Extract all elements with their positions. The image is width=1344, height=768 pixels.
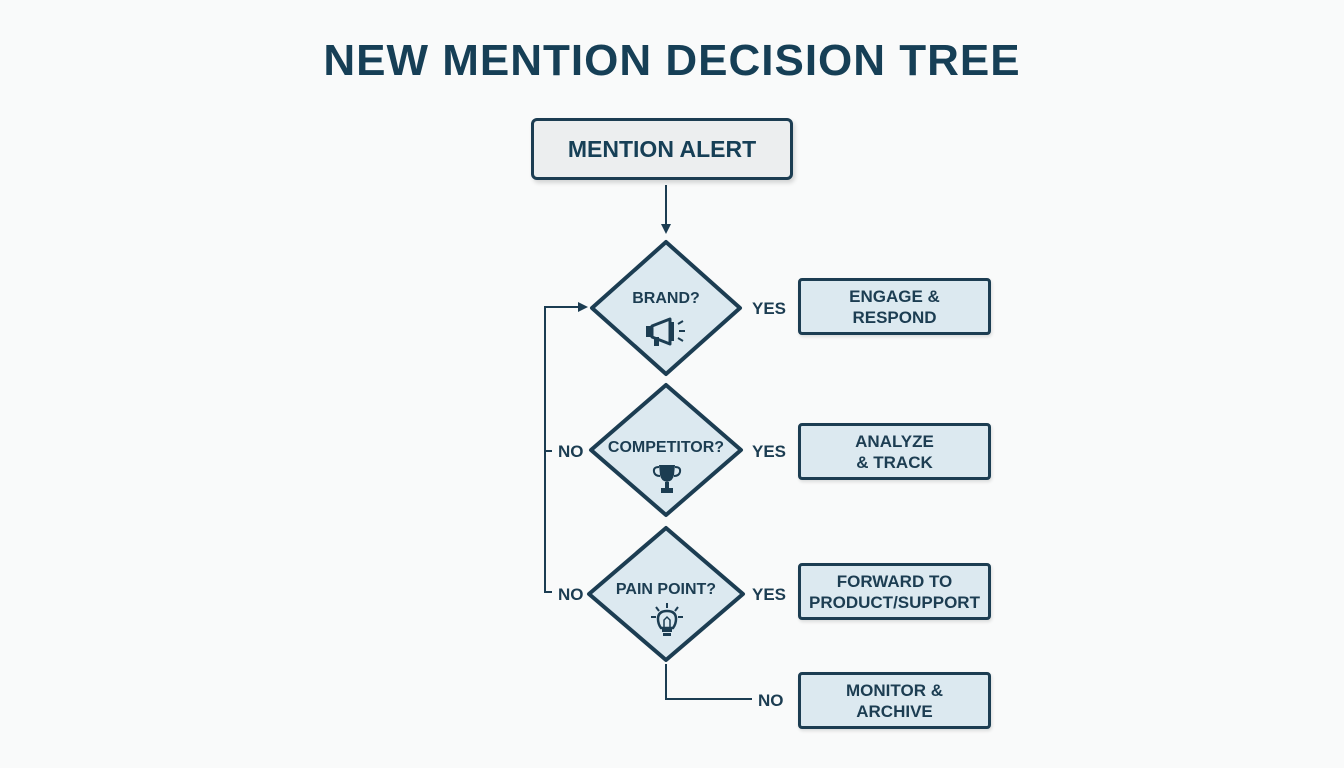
connector-no-loop <box>544 302 588 593</box>
diamond-brand <box>590 240 742 376</box>
lightbulb-icon <box>651 603 683 636</box>
brand-yes-label: YES <box>752 299 787 318</box>
monitor-archive-box: MONITOR & ARCHIVE <box>798 672 991 729</box>
diamond-competitor <box>589 383 743 517</box>
pain-point-yes-label: YES <box>752 585 787 604</box>
pain-point-question: PAIN POINT? <box>615 581 717 598</box>
competitor-question: COMPETITOR? <box>607 439 725 456</box>
competitor-yes-label: YES <box>752 442 787 461</box>
brand-question: BRAND? <box>632 290 700 307</box>
final-no-label: NO <box>758 691 784 710</box>
trophy-icon <box>652 465 682 493</box>
diamond-pain-point <box>587 526 745 662</box>
pain-point-no-label: NO <box>558 585 584 604</box>
competitor-no-label: NO <box>558 442 584 461</box>
engage-respond-box: ENGAGE & RESPOND <box>798 278 991 335</box>
forward-product-support-box: FORWARD TO PRODUCT/SUPPORT <box>798 563 991 620</box>
megaphone-icon <box>646 317 685 346</box>
mention-alert-box: MENTION ALERT <box>531 118 793 180</box>
analyze-track-box: ANALYZE & TRACK <box>798 423 991 480</box>
connector-pain-no <box>665 664 752 700</box>
diagram-title: NEW MENTION DECISION TREE <box>323 36 1021 85</box>
